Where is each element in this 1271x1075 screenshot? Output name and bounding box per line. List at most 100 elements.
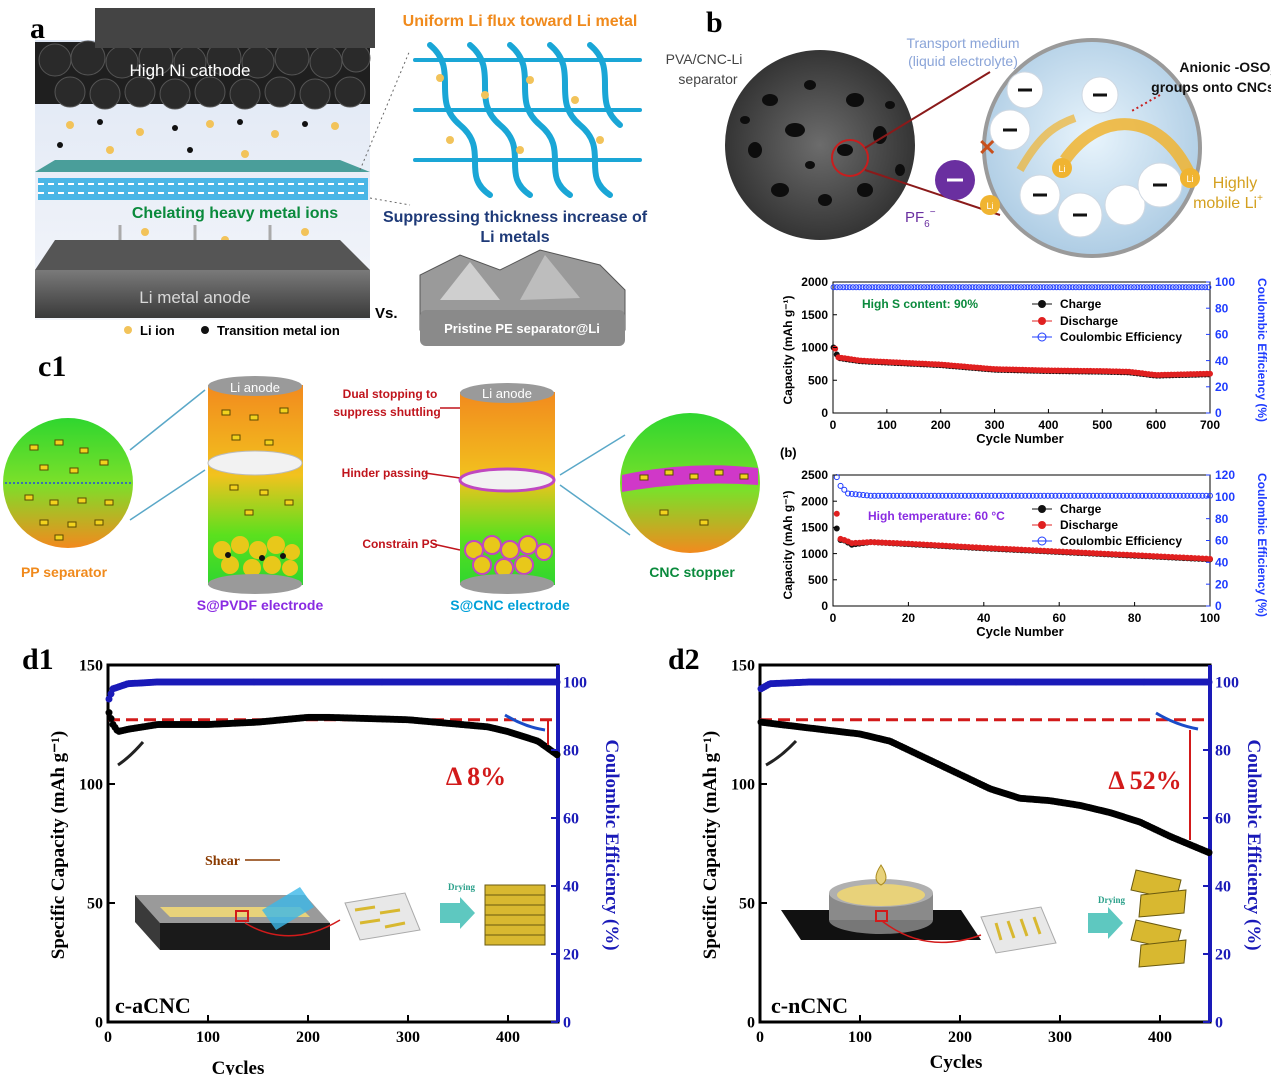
y2-tick-label: 0	[1215, 1015, 1223, 1032]
point-coulombic-efficiency	[1033, 492, 1040, 499]
point-coulombic-efficiency	[1189, 284, 1196, 291]
d2-xlabel: Cycles	[930, 1052, 983, 1073]
point-coulombic-efficiency	[1135, 492, 1142, 499]
point-coulombic-efficiency	[917, 284, 924, 291]
point-coulombic-efficiency	[1179, 284, 1186, 291]
x-tick-label: 80	[1128, 611, 1142, 625]
point-coulombic-efficiency	[1041, 492, 1048, 499]
x-tick-label: 40	[977, 611, 991, 625]
point-coulombic-efficiency	[1079, 284, 1086, 291]
spvdf-separator-disc	[207, 450, 303, 476]
point-coulombic-efficiency	[1146, 492, 1153, 499]
point-coulombic-efficiency	[872, 284, 879, 291]
panel-c1-illustration: PP separator Li anode S@PVDF electrode D…	[3, 376, 760, 613]
chelating-label: Chelating heavy metal ions	[132, 205, 338, 222]
point-coulombic-efficiency	[1069, 284, 1076, 291]
x-tick-label: 700	[1200, 418, 1220, 432]
point-coulombic-efficiency	[1052, 492, 1059, 499]
point-coulombic-efficiency	[845, 490, 852, 497]
point-coulombic-efficiency	[882, 492, 889, 499]
point-coulombic-efficiency	[1043, 284, 1050, 291]
point-coulombic-efficiency	[862, 284, 869, 291]
y2-tick-label: 20	[1215, 947, 1231, 964]
point-coulombic-efficiency	[930, 284, 937, 291]
anode-top	[35, 240, 370, 270]
sem-pores	[740, 80, 905, 206]
point-coulombic-efficiency	[946, 492, 953, 499]
point-coulombic-efficiency	[1071, 492, 1078, 499]
y2-tick-label: 20	[563, 947, 579, 964]
point-coulombic-efficiency	[1165, 492, 1172, 499]
zoom-line-upper	[864, 71, 991, 149]
anionic-signs	[1003, 88, 1167, 217]
point-coulombic-efficiency	[1026, 492, 1033, 499]
helix-ions	[436, 74, 604, 154]
point-coulombic-efficiency	[1180, 492, 1187, 499]
d2-drying-label: Drying	[1098, 895, 1126, 905]
spvdf-bottom-cap	[208, 574, 302, 594]
panel-c1-label: c1	[38, 350, 67, 383]
point-coulombic-efficiency	[841, 486, 848, 493]
point-coulombic-efficiency	[984, 492, 991, 499]
point-coulombic-efficiency	[1198, 284, 1205, 291]
point-coulombic-efficiency	[1003, 492, 1010, 499]
y-tick-label: 0	[95, 1015, 103, 1032]
y-tick-label: 50	[87, 896, 103, 913]
li-ion-3	[980, 195, 1000, 215]
y2-tick-label: 80	[563, 743, 579, 760]
d1-ylabel: Specific Capacity (mAh g⁻¹)	[48, 731, 69, 959]
blocked-x: ✕	[978, 135, 996, 160]
d2-ce-arrow	[1155, 711, 1199, 731]
point-coulombic-efficiency	[939, 492, 946, 499]
d2-marks	[757, 678, 1213, 857]
x-tick-label: 0	[104, 1029, 112, 1046]
point-coulombic-efficiency	[975, 284, 982, 291]
point-coulombic-efficiency	[1124, 284, 1131, 291]
y-tick-label: 150	[79, 658, 103, 675]
point-coulombic-efficiency	[985, 284, 992, 291]
d1-ce-arrow	[504, 713, 546, 732]
y2-tick-label: 60	[563, 811, 579, 828]
point-coulombic-efficiency	[924, 492, 931, 499]
y2-tick-label: 100	[1215, 275, 1235, 289]
point-coulombic-efficiency	[909, 492, 916, 499]
y-tick-label: 100	[731, 777, 755, 794]
point-coulombic-efficiency	[901, 284, 908, 291]
y-tick-label: 1000	[801, 341, 828, 355]
cnc-stopper-label: CNC stopper	[649, 564, 735, 580]
x-tick-label: 600	[1146, 418, 1166, 432]
anionic-pointer	[1129, 94, 1161, 113]
point-coulombic-efficiency	[988, 284, 995, 291]
c2-bottom-xlabel: Cycle Number	[976, 624, 1063, 639]
x-tick-label: 200	[296, 1029, 320, 1046]
constrain-pointer	[432, 543, 461, 551]
point-coulombic-efficiency	[866, 284, 873, 291]
point-coulombic-efficiency	[1105, 284, 1112, 291]
point-coulombic-efficiency	[1173, 284, 1180, 291]
point-coulombic-efficiency	[961, 492, 968, 499]
point-capacity	[107, 715, 115, 723]
c2-top-ylabel2: Coulombic Efficiency (%)	[1255, 278, 1269, 422]
point-coulombic-efficiency	[1191, 492, 1198, 499]
point-coulombic-efficiency	[1166, 284, 1173, 291]
transport-label-line2: (liquid electrolyte)	[908, 53, 1018, 69]
vs-label: Vs.	[375, 305, 398, 322]
point-coulombic-efficiency	[1056, 284, 1063, 291]
separator-plate	[35, 160, 370, 172]
y2-tick-label: 60	[1215, 328, 1229, 342]
point-discharge	[832, 345, 839, 352]
y-tick-label: 0	[821, 406, 828, 420]
panel-d1-label: d1	[22, 645, 54, 676]
scnc-label: S@CNC electrode	[450, 597, 570, 613]
dual-label-line1: Dual stopping to	[343, 387, 438, 401]
c2-top-legend-charge: Charge	[1060, 297, 1102, 311]
separator-label-line2: separator	[678, 71, 737, 87]
point-coulombic-efficiency	[1017, 284, 1024, 291]
x-tick-label: 400	[1038, 418, 1058, 432]
point-coulombic-efficiency	[853, 284, 860, 291]
y-tick-label: 2000	[801, 494, 828, 508]
x-tick-label: 200	[948, 1029, 972, 1046]
point-coulombic-efficiency	[905, 492, 912, 499]
point-coulombic-efficiency	[1203, 492, 1210, 499]
x-tick-label: 0	[830, 611, 837, 625]
